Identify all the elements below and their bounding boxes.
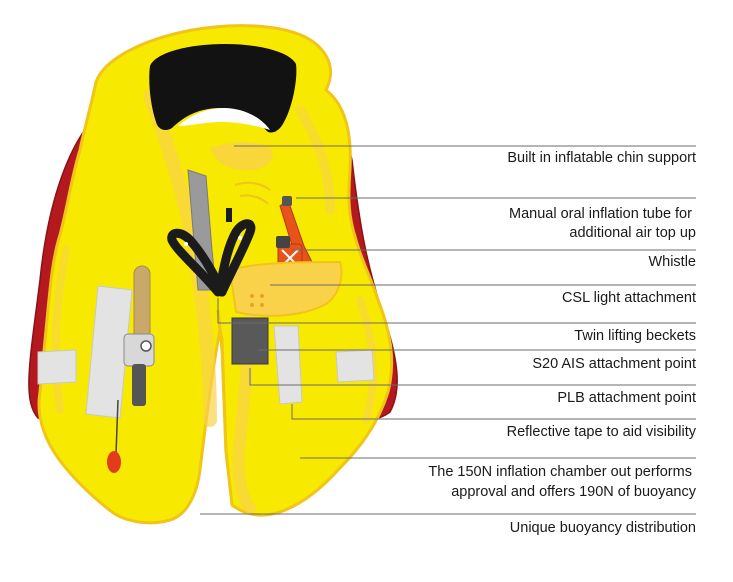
label-line: additional air top up — [569, 225, 696, 241]
lifting-beckets — [167, 208, 256, 297]
label-csl-light: CSL light attachment — [562, 290, 696, 306]
reflective-tape-left — [37, 285, 133, 419]
label-inflation-chamber: The 150N inflation chamber out performs … — [428, 464, 696, 500]
label-line: Reflective tape to aid visibility — [507, 424, 697, 440]
label-s20-ais: S20 AIS attachment point — [532, 356, 696, 372]
label-line: S20 AIS attachment point — [532, 356, 696, 372]
label-buoyancy-distribution: Unique buoyancy distribution — [510, 520, 696, 536]
callout-labels: Built in inflatable chin support Manual … — [428, 150, 696, 536]
label-line: approval and offers 190N of buoyancy — [451, 484, 697, 500]
csl-light-pocket — [228, 260, 343, 317]
label-line: Unique buoyancy distribution — [510, 520, 696, 536]
label-line: Built in inflatable chin support — [507, 150, 696, 166]
leader-lifting-beckets — [217, 298, 696, 324]
inflator-assembly — [107, 265, 155, 473]
collar — [149, 44, 297, 133]
label-line: The 150N inflation chamber out performs — [428, 464, 692, 480]
label-lifting-beckets: Twin lifting beckets — [574, 328, 696, 344]
s20-ais-pouch — [231, 317, 269, 365]
leader-plb — [249, 368, 696, 386]
label-line: Whistle — [648, 254, 696, 270]
label-line: PLB attachment point — [557, 390, 696, 406]
leader-reflective-tape — [291, 404, 696, 420]
label-reflective-tape: Reflective tape to aid visibility — [507, 424, 697, 440]
label-oral-tube: Manual oral inflation tube for additiona… — [509, 206, 696, 241]
label-plb: PLB attachment point — [557, 390, 696, 406]
label-whistle: Whistle — [648, 254, 696, 270]
label-chin-support: Built in inflatable chin support — [507, 150, 696, 166]
label-line: CSL light attachment — [562, 290, 696, 306]
label-line: Twin lifting beckets — [574, 328, 696, 344]
leader-lines — [200, 145, 696, 515]
label-line: Manual oral inflation tube for — [509, 206, 692, 222]
